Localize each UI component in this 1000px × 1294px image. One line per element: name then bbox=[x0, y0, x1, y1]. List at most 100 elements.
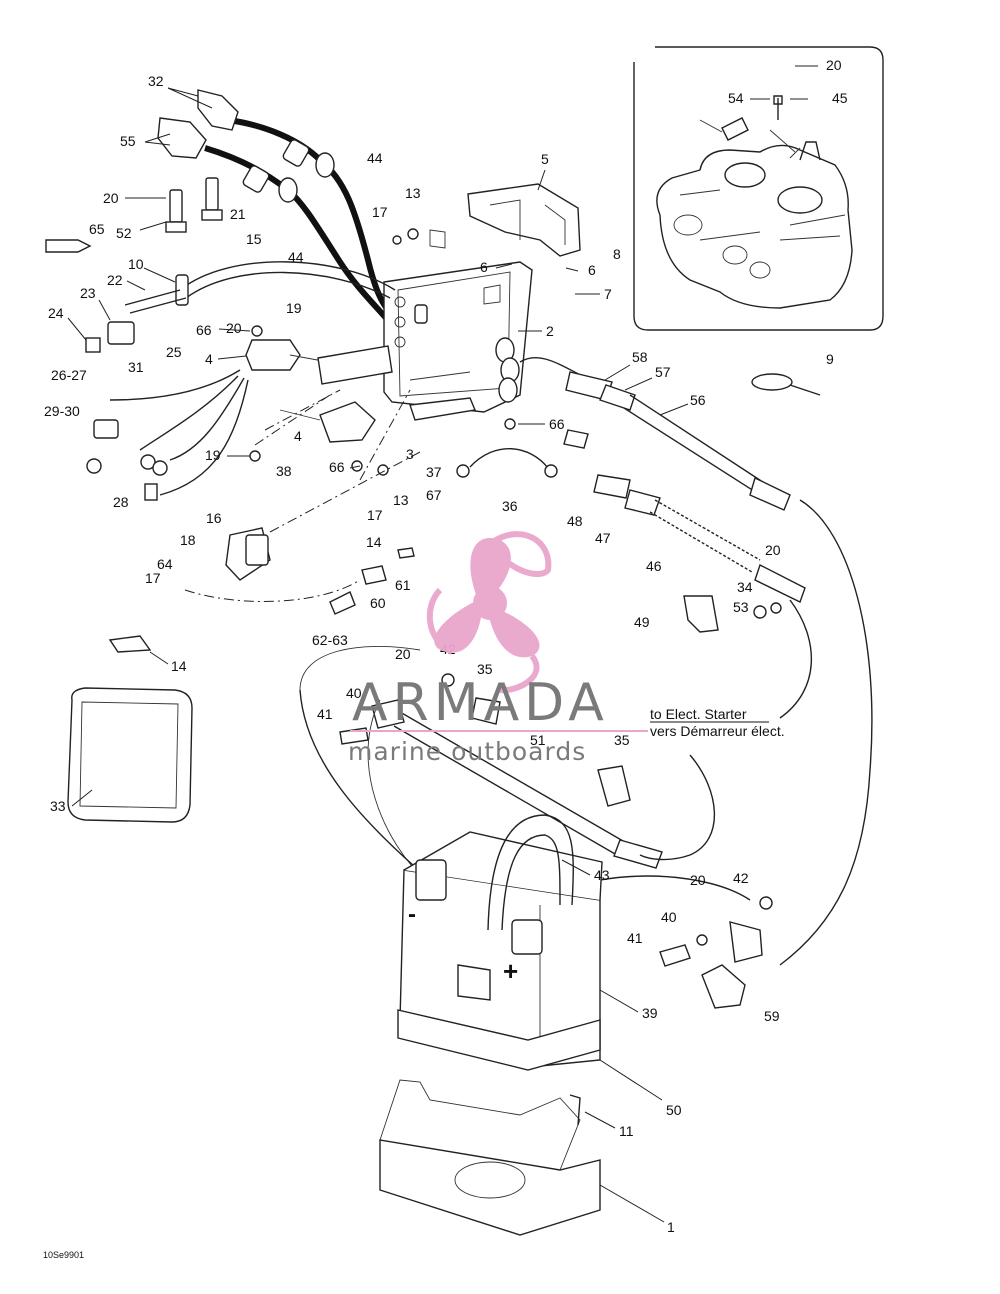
callout-44: 44 bbox=[367, 150, 383, 166]
callout-41: 41 bbox=[627, 930, 643, 946]
callout-66: 66 bbox=[196, 322, 212, 338]
battery-pad bbox=[397, 1009, 601, 1071]
callout-59: 59 bbox=[764, 1008, 780, 1024]
callout-61: 61 bbox=[395, 577, 411, 593]
callout-14: 14 bbox=[171, 658, 187, 674]
callout-41: 41 bbox=[317, 706, 333, 722]
callout-10: 10 bbox=[128, 256, 144, 272]
callout-66: 66 bbox=[549, 416, 565, 432]
callout-19: 19 bbox=[286, 300, 302, 316]
callout-24: 24 bbox=[48, 305, 64, 321]
callout-34: 34 bbox=[737, 579, 753, 595]
cover-33 bbox=[67, 635, 193, 823]
callout-21: 21 bbox=[230, 206, 246, 222]
callout-20: 20 bbox=[690, 872, 706, 888]
callout-22: 22 bbox=[107, 272, 123, 288]
callout-32: 32 bbox=[148, 73, 164, 89]
callout-13: 13 bbox=[393, 492, 409, 508]
switch-16 bbox=[225, 527, 271, 581]
callout-67: 67 bbox=[426, 487, 442, 503]
callout-54: 54 bbox=[728, 90, 744, 106]
callout-4: 4 bbox=[205, 351, 213, 367]
callout-40: 40 bbox=[346, 685, 362, 701]
callout-17: 17 bbox=[367, 507, 383, 523]
battery-cable-51 bbox=[339, 697, 663, 869]
callout-48: 48 bbox=[567, 513, 583, 529]
callout-52: 52 bbox=[116, 225, 132, 241]
callout-37: 37 bbox=[426, 464, 442, 480]
armada-logo-watermark: ARMADA marine outboards bbox=[348, 531, 648, 766]
engine-inset bbox=[633, 46, 884, 331]
callout-62-63: 62-63 bbox=[312, 632, 348, 648]
callout-8: 8 bbox=[613, 246, 621, 262]
callout-19: 19 bbox=[205, 447, 221, 463]
callout-20: 20 bbox=[103, 190, 119, 206]
starter-cable-46 bbox=[563, 429, 806, 603]
callout-38: 38 bbox=[276, 463, 292, 479]
callout-36: 36 bbox=[502, 498, 518, 514]
callout-64: 64 bbox=[157, 556, 173, 572]
callout-55: 55 bbox=[120, 133, 136, 149]
callout-53: 53 bbox=[733, 599, 749, 615]
callout-35: 35 bbox=[614, 732, 630, 748]
callout-26-27: 26-27 bbox=[51, 367, 87, 383]
callout-66: 66 bbox=[329, 459, 345, 475]
callout-11: 11 bbox=[619, 1123, 634, 1139]
starter-cable-56 bbox=[519, 357, 791, 511]
callout-17: 17 bbox=[145, 570, 161, 586]
battery-positive-sign: + bbox=[503, 956, 518, 986]
bracket-5 bbox=[467, 183, 581, 257]
wiring-harness bbox=[45, 239, 396, 501]
callout-57: 57 bbox=[655, 364, 671, 380]
callout-1: 1 bbox=[667, 1219, 675, 1235]
ignition-coils bbox=[245, 339, 476, 443]
callout-2: 2 bbox=[546, 323, 554, 339]
spark-plugs bbox=[165, 177, 223, 233]
callout-29-30: 29-30 bbox=[44, 403, 80, 419]
callout-6: 6 bbox=[588, 262, 596, 278]
callout-35: 35 bbox=[477, 661, 493, 677]
starter-label-en: to Elect. Starter bbox=[650, 706, 747, 722]
callout-20: 20 bbox=[395, 646, 411, 662]
callout-42: 42 bbox=[733, 870, 749, 886]
callout-46: 46 bbox=[646, 558, 662, 574]
callout-9: 9 bbox=[826, 351, 834, 367]
spark-plug-wires bbox=[204, 117, 391, 320]
callout-17: 17 bbox=[372, 204, 388, 220]
watermark-subtitle: marine outboards bbox=[348, 737, 586, 766]
diagram-code: 10Se9901 bbox=[43, 1250, 84, 1260]
callout-39: 39 bbox=[642, 1005, 658, 1021]
connector-60 bbox=[329, 547, 415, 615]
callout-13: 13 bbox=[405, 185, 421, 201]
callout-65: 65 bbox=[89, 221, 105, 237]
callout-20: 20 bbox=[826, 57, 842, 73]
callout-4: 4 bbox=[294, 428, 302, 444]
callout-23: 23 bbox=[80, 285, 96, 301]
callout-60: 60 bbox=[370, 595, 386, 611]
starter-label-fr: vers Démarreur élect. bbox=[650, 723, 785, 739]
callout-40: 40 bbox=[661, 909, 677, 925]
callout-20: 20 bbox=[765, 542, 781, 558]
callout-43: 43 bbox=[594, 867, 610, 883]
callout-33: 33 bbox=[50, 798, 66, 814]
callout-50: 50 bbox=[666, 1102, 682, 1118]
callout-5: 5 bbox=[541, 151, 549, 167]
callout-16: 16 bbox=[206, 510, 222, 526]
battery-negative-sign: - bbox=[408, 901, 416, 928]
callout-47: 47 bbox=[595, 530, 611, 546]
callout-31: 31 bbox=[128, 359, 144, 375]
callout-15: 15 bbox=[246, 231, 262, 247]
callout-44: 44 bbox=[288, 249, 304, 265]
battery bbox=[399, 814, 603, 1067]
callout-45: 45 bbox=[832, 90, 848, 106]
callout-20: 20 bbox=[226, 320, 242, 336]
callout-3: 3 bbox=[406, 446, 414, 462]
ground-cable bbox=[456, 448, 558, 478]
watermark-title: ARMADA bbox=[352, 673, 609, 733]
positive-terminal-parts bbox=[659, 896, 773, 1009]
spark-plug-caps bbox=[157, 89, 239, 159]
callout-14: 14 bbox=[366, 534, 382, 550]
callout-18: 18 bbox=[180, 532, 196, 548]
callout-28: 28 bbox=[113, 494, 129, 510]
